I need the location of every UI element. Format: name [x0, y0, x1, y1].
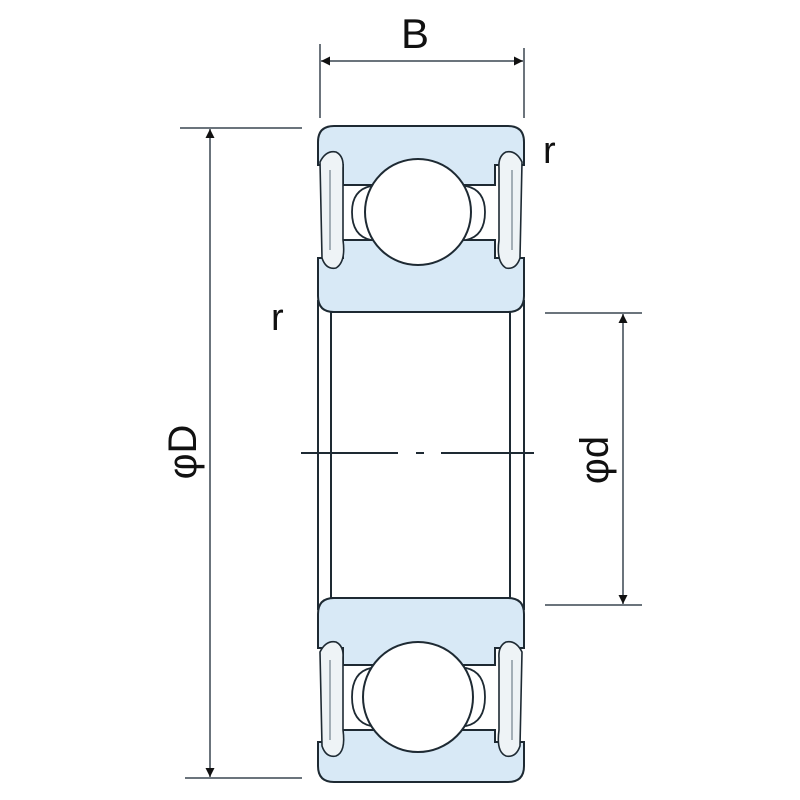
- dimension-label-b: B: [401, 10, 429, 57]
- outer-ring-top: [317, 125, 525, 186]
- dimension-outer-diameter: φD: [161, 127, 302, 779]
- dimension-label-outer-diameter: φD: [161, 425, 205, 480]
- bearing-section-top: [317, 125, 525, 313]
- dimension-b: B: [319, 10, 525, 118]
- seal-left-top: [319, 150, 345, 270]
- bearing-section-bottom: [317, 597, 525, 783]
- bore-lines: [317, 300, 525, 610]
- dimension-inner-diameter: φd: [545, 312, 642, 606]
- ball-bottom: [362, 641, 474, 753]
- ball-top: [364, 158, 472, 266]
- radius-label-top-right: r: [543, 130, 556, 172]
- inner-ring-bottom: [317, 597, 525, 666]
- seal-right-top: [497, 150, 523, 270]
- radius-label-left: r: [271, 297, 284, 339]
- seal-right-bottom: [497, 640, 523, 758]
- seal-left-bottom: [319, 640, 345, 758]
- dimension-label-inner-diameter: φd: [573, 436, 617, 484]
